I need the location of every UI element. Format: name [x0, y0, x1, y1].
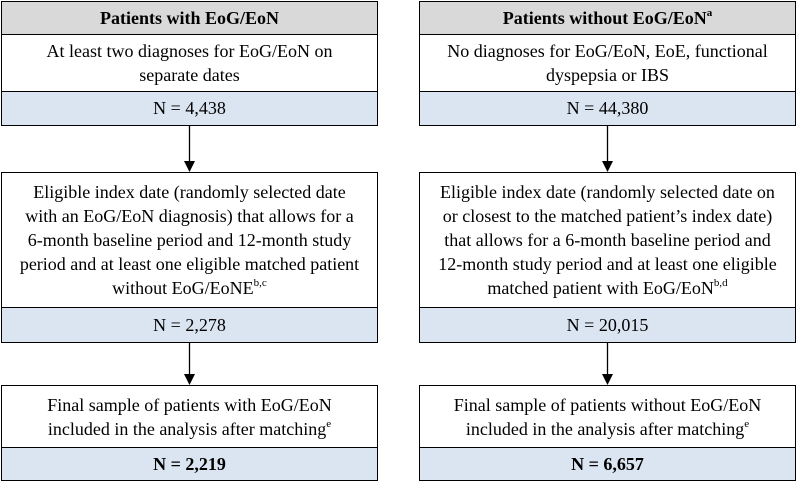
count-text: N = 2,278 — [153, 314, 226, 335]
criteria-box-1: At least two diagnoses for EoG/EoN on se… — [1, 35, 378, 92]
arrow-down-icon — [184, 126, 195, 172]
criteria-line: without EoG/EoNEb,c — [20, 276, 359, 300]
criteria-line: or closest to the matched patient’s inde… — [442, 206, 773, 226]
footnote-marker: e — [326, 417, 332, 430]
criteria-line: matched patient with EoG/EoNb,d — [438, 276, 776, 300]
criteria-text-1: At least two diagnoses for EoG/EoN on se… — [47, 39, 333, 87]
count-text: N = 4,438 — [153, 98, 226, 118]
down-arrow-1 — [1, 126, 378, 172]
criteria-line-text: included in the analysis after matching — [465, 418, 745, 439]
final-count-box: N = 6,657 — [419, 448, 796, 481]
criteria-line: period and at least one eligible matched… — [19, 254, 360, 274]
arrow-down-icon — [184, 343, 195, 385]
count-text: N = 20,015 — [566, 314, 649, 335]
down-arrow-2 — [1, 343, 378, 385]
final-count-text: N = 6,657 — [571, 453, 644, 474]
count-text: N = 44,380 — [566, 98, 649, 118]
criteria-line: 12-month study period and at least one e… — [438, 254, 777, 274]
cohort-header-text: Patients without EoG/EoN — [502, 7, 707, 28]
criteria-text-3: Final sample of patients without EoG/EoN… — [454, 393, 761, 441]
cohort-header: Patients without EoG/EoNa — [419, 1, 796, 35]
criteria-text-2: Eligible index date (randomly selected d… — [438, 180, 776, 300]
count-box-1: N = 4,438 — [1, 92, 378, 126]
criteria-line: separate dates — [139, 65, 240, 85]
criteria-line: dyspepsia or IBS — [546, 65, 669, 85]
criteria-box-3: Final sample of patients without EoG/EoN… — [419, 385, 796, 448]
criteria-line-text: included in the analysis after matching — [47, 418, 327, 439]
criteria-box-2: Eligible index date (randomly selected d… — [1, 172, 378, 308]
criteria-line: Eligible index date (randomly selected d… — [440, 182, 775, 202]
footnote-marker: b,d — [713, 277, 728, 289]
criteria-box-1: No diagnoses for EoG/EoN, EoE, functiona… — [419, 35, 796, 92]
criteria-line: included in the analysis after matchinge — [47, 417, 331, 441]
criteria-line: No diagnoses for EoG/EoN, EoE, functiona… — [447, 41, 768, 61]
criteria-line: Final sample of patients with EoG/EoN — [47, 394, 332, 415]
criteria-line: 6-month baseline period and 12-month stu… — [27, 230, 352, 250]
criteria-box-2: Eligible index date (randomly selected d… — [419, 172, 796, 308]
criteria-text-2: Eligible index date (randomly selected d… — [20, 180, 359, 300]
footnote-marker: e — [744, 417, 750, 430]
down-arrow-2 — [419, 343, 796, 385]
criteria-line: that allows for a 6-month baseline perio… — [444, 230, 771, 250]
down-arrow-1 — [419, 126, 796, 172]
count-box-1: N = 44,380 — [419, 92, 796, 126]
criteria-box-3: Final sample of patients with EoG/EoN in… — [1, 385, 378, 448]
criteria-line-text: matched patient with EoG/EoN — [487, 278, 714, 298]
count-box-2: N = 20,015 — [419, 308, 796, 343]
final-count-text: N = 2,219 — [153, 453, 226, 474]
arrow-down-icon — [602, 126, 613, 172]
criteria-line: Final sample of patients without EoG/EoN — [453, 394, 762, 415]
count-box-2: N = 2,278 — [1, 308, 378, 343]
cohort-header: Patients with EoG/EoN — [1, 1, 378, 35]
cohort-header-label: Patients without EoG/EoNa — [502, 6, 713, 29]
footnote-marker: b,c — [253, 277, 267, 289]
criteria-text-1: No diagnoses for EoG/EoN, EoE, functiona… — [447, 39, 767, 87]
criteria-text-3: Final sample of patients with EoG/EoN in… — [47, 393, 331, 441]
criteria-line: with an EoG/EoN diagnosis) that allows f… — [25, 206, 354, 226]
footnote-marker: a — [706, 6, 713, 19]
criteria-line-text: without EoG/EoNE — [112, 278, 254, 298]
criteria-line: included in the analysis after matchinge — [454, 417, 761, 441]
criteria-line: Eligible index date (randomly selected d… — [33, 182, 346, 202]
final-count-box: N = 2,219 — [1, 448, 378, 481]
arrow-down-icon — [602, 343, 613, 385]
cohort-header-text: Patients with EoG/EoN — [99, 7, 279, 28]
criteria-line: At least two diagnoses for EoG/EoN on — [46, 41, 333, 61]
